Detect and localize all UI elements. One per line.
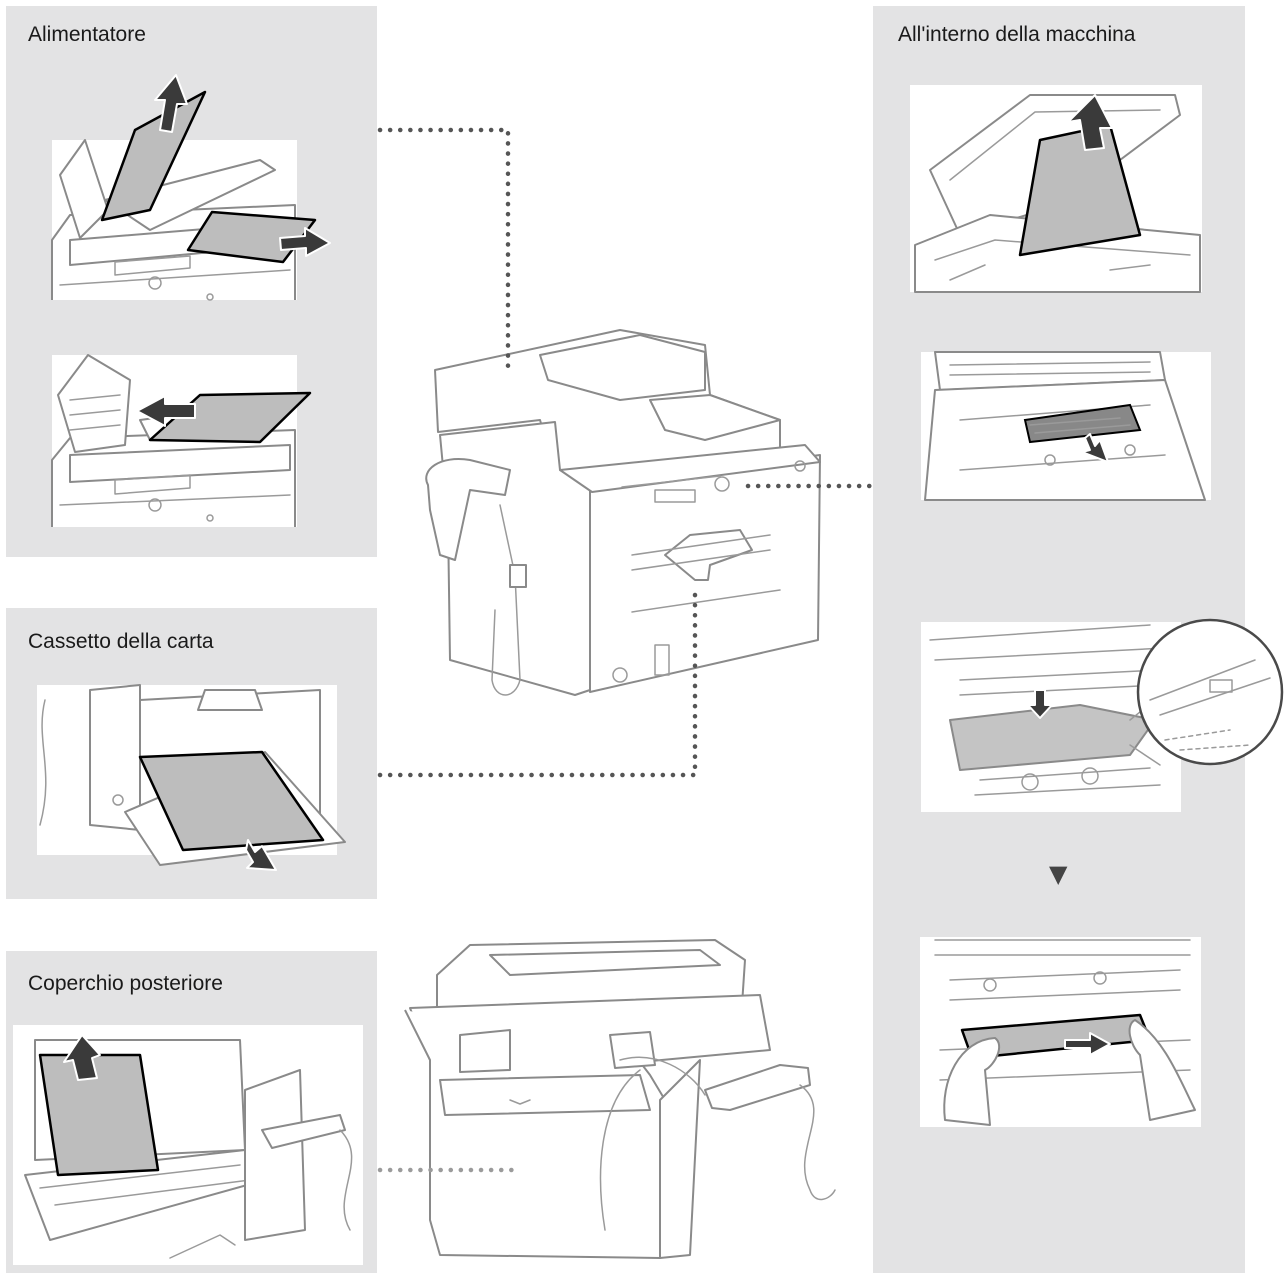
inside-illustration-4 bbox=[920, 937, 1201, 1127]
feeder-title: Alimentatore bbox=[28, 23, 146, 46]
rear-cover-illustration bbox=[13, 1025, 363, 1265]
paper-drawer-illustration bbox=[37, 684, 346, 871]
feeder-illustration-bottom bbox=[51, 354, 312, 527]
inside-illustration-1 bbox=[910, 85, 1202, 293]
leader-lines bbox=[377, 127, 875, 1173]
feeder-illustration-top bbox=[51, 74, 331, 301]
leader-drawer bbox=[377, 591, 698, 778]
inside-illustration-3 bbox=[921, 618, 1284, 812]
printer-front-illustration bbox=[425, 329, 821, 696]
leader-feeder bbox=[377, 127, 511, 375]
paper-drawer-title: Cassetto della carta bbox=[28, 630, 214, 653]
step-down-triangle-icon: ▼ bbox=[1049, 860, 1068, 888]
rear-cover-title: Coperchio posteriore bbox=[28, 972, 223, 995]
inside-machine-title: All'interno della macchina bbox=[898, 23, 1136, 46]
inside-illustration-2 bbox=[921, 351, 1211, 501]
printer-rear-illustration bbox=[404, 939, 836, 1259]
